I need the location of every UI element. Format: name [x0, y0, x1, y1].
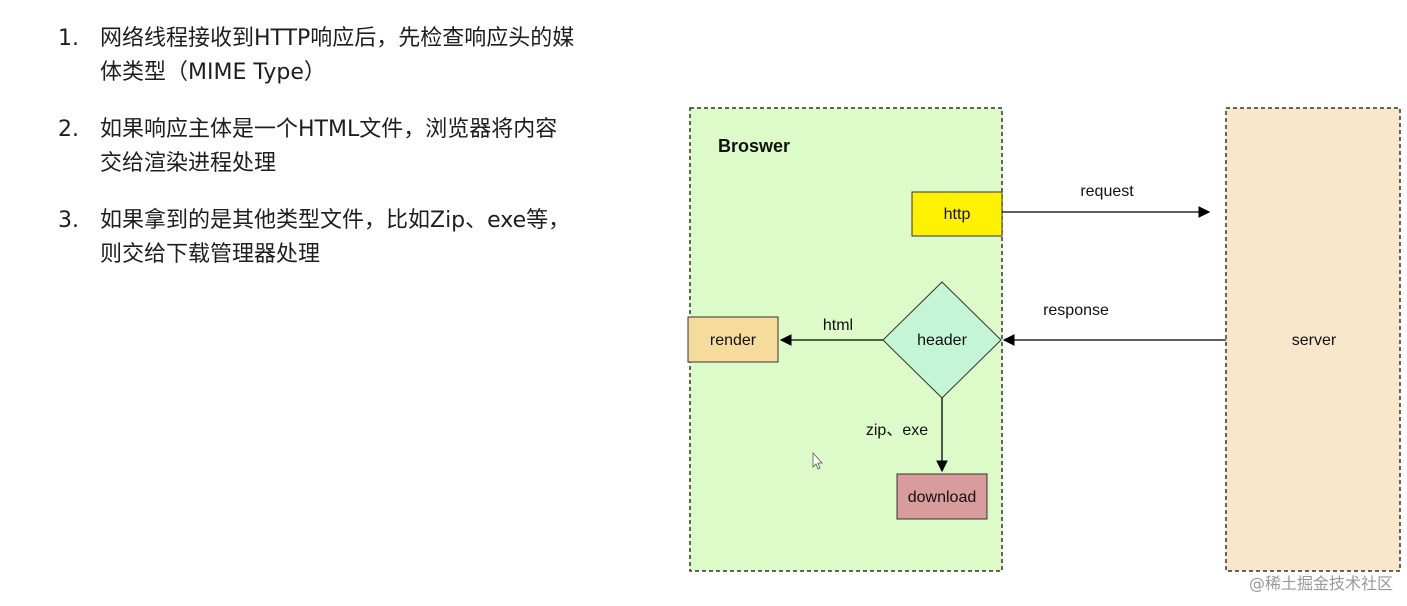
server-label: server	[1292, 332, 1337, 349]
step-2: 2. 如果响应主体是一个HTML文件，浏览器将内容交给渲染进程处理	[58, 113, 578, 181]
html-label: html	[823, 317, 853, 334]
render-label: render	[710, 332, 757, 349]
browser-label: Broswer	[718, 136, 790, 156]
server-container	[1225, 107, 1401, 572]
step-number: 2.	[58, 117, 79, 142]
download-label: download	[908, 489, 977, 506]
steps-list: 1. 网络线程接收到HTTP响应后，先检查响应头的媒体类型（MIME Type）…	[58, 22, 578, 295]
response-label: response	[1043, 302, 1109, 319]
watermark: @稀土掘金技术社区	[1248, 574, 1393, 593]
step-number: 3.	[58, 208, 79, 233]
request-label: request	[1080, 183, 1134, 200]
download-node	[896, 473, 988, 520]
step-1: 1. 网络线程接收到HTTP响应后，先检查响应头的媒体类型（MIME Type）	[58, 22, 578, 90]
step-text: 网络线程接收到HTTP响应后，先检查响应头的媒体类型（MIME Type）	[100, 26, 575, 85]
step-text: 如果响应主体是一个HTML文件，浏览器将内容交给渲染进程处理	[100, 117, 558, 176]
step-number: 1.	[58, 26, 79, 51]
mouse-cursor-icon	[812, 451, 823, 470]
step-text: 如果拿到的是其他类型文件，比如Zip、exe等，则交给下载管理器处理	[100, 208, 571, 267]
render-node	[687, 316, 779, 363]
http-label: http	[944, 206, 971, 223]
http-node	[911, 191, 1003, 237]
step-3: 3. 如果拿到的是其他类型文件，比如Zip、exe等，则交给下载管理器处理	[58, 204, 578, 272]
header-label: header	[917, 332, 967, 349]
zip-exe-label: zip、exe	[866, 422, 928, 439]
